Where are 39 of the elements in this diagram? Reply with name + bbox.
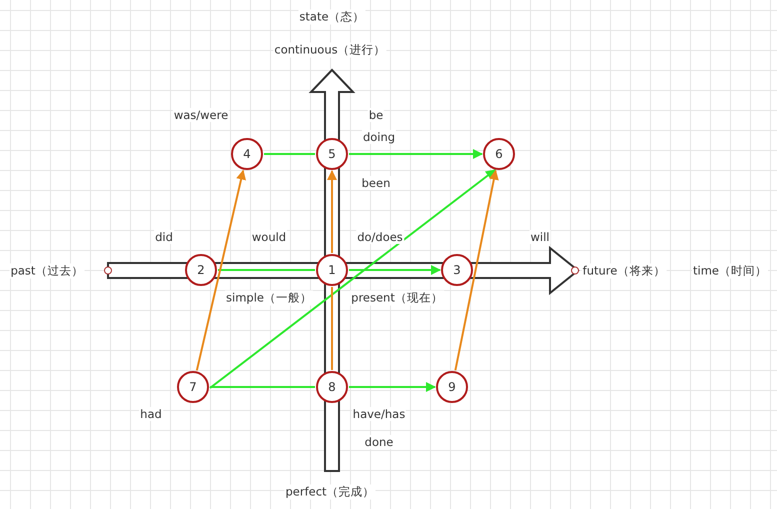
tense-label: do/does <box>356 230 404 244</box>
connector-line <box>264 153 315 155</box>
connector-line <box>218 269 315 271</box>
numbered-circle: 3 <box>441 254 473 286</box>
arrow <box>349 265 441 275</box>
tense-label: be <box>368 108 384 122</box>
tense-label: have/has <box>352 407 406 421</box>
tense-label: doing <box>362 130 396 144</box>
tense-label: simple（一般） <box>225 290 313 306</box>
tense-label: time（时间） <box>692 264 768 278</box>
tense-label: past（过去） <box>10 264 84 278</box>
numbered-circle: 8 <box>316 371 348 403</box>
numbered-circle: 9 <box>436 371 468 403</box>
arrow <box>454 170 499 371</box>
tense-label: state（态） <box>298 10 366 24</box>
arrow <box>196 170 246 371</box>
tense-label: been <box>360 176 392 190</box>
arrow <box>349 382 436 392</box>
tense-label: continuous（进行） <box>273 42 387 58</box>
numbered-circle: 1 <box>316 254 348 286</box>
arrow <box>327 170 337 253</box>
numbered-circle: 7 <box>177 371 209 403</box>
tense-label: present（现在） <box>350 290 444 306</box>
connector-line <box>210 386 315 388</box>
tense-label: done <box>364 435 394 449</box>
numbered-circle: 4 <box>231 138 263 170</box>
numbered-circle: 6 <box>483 138 515 170</box>
tense-label: future（将来） <box>582 264 666 278</box>
tense-label: would <box>250 230 288 244</box>
numbered-circle: 2 <box>185 254 217 286</box>
tense-label: will <box>530 230 550 244</box>
tense-label: had <box>139 407 163 421</box>
connector-line <box>331 287 333 370</box>
tense-label: perfect（完成） <box>284 484 376 500</box>
tense-label: did <box>154 230 174 244</box>
arrow <box>209 169 496 389</box>
arrow <box>349 149 483 159</box>
numbered-circle: 5 <box>316 138 348 170</box>
tense-label: was/were <box>172 108 230 122</box>
